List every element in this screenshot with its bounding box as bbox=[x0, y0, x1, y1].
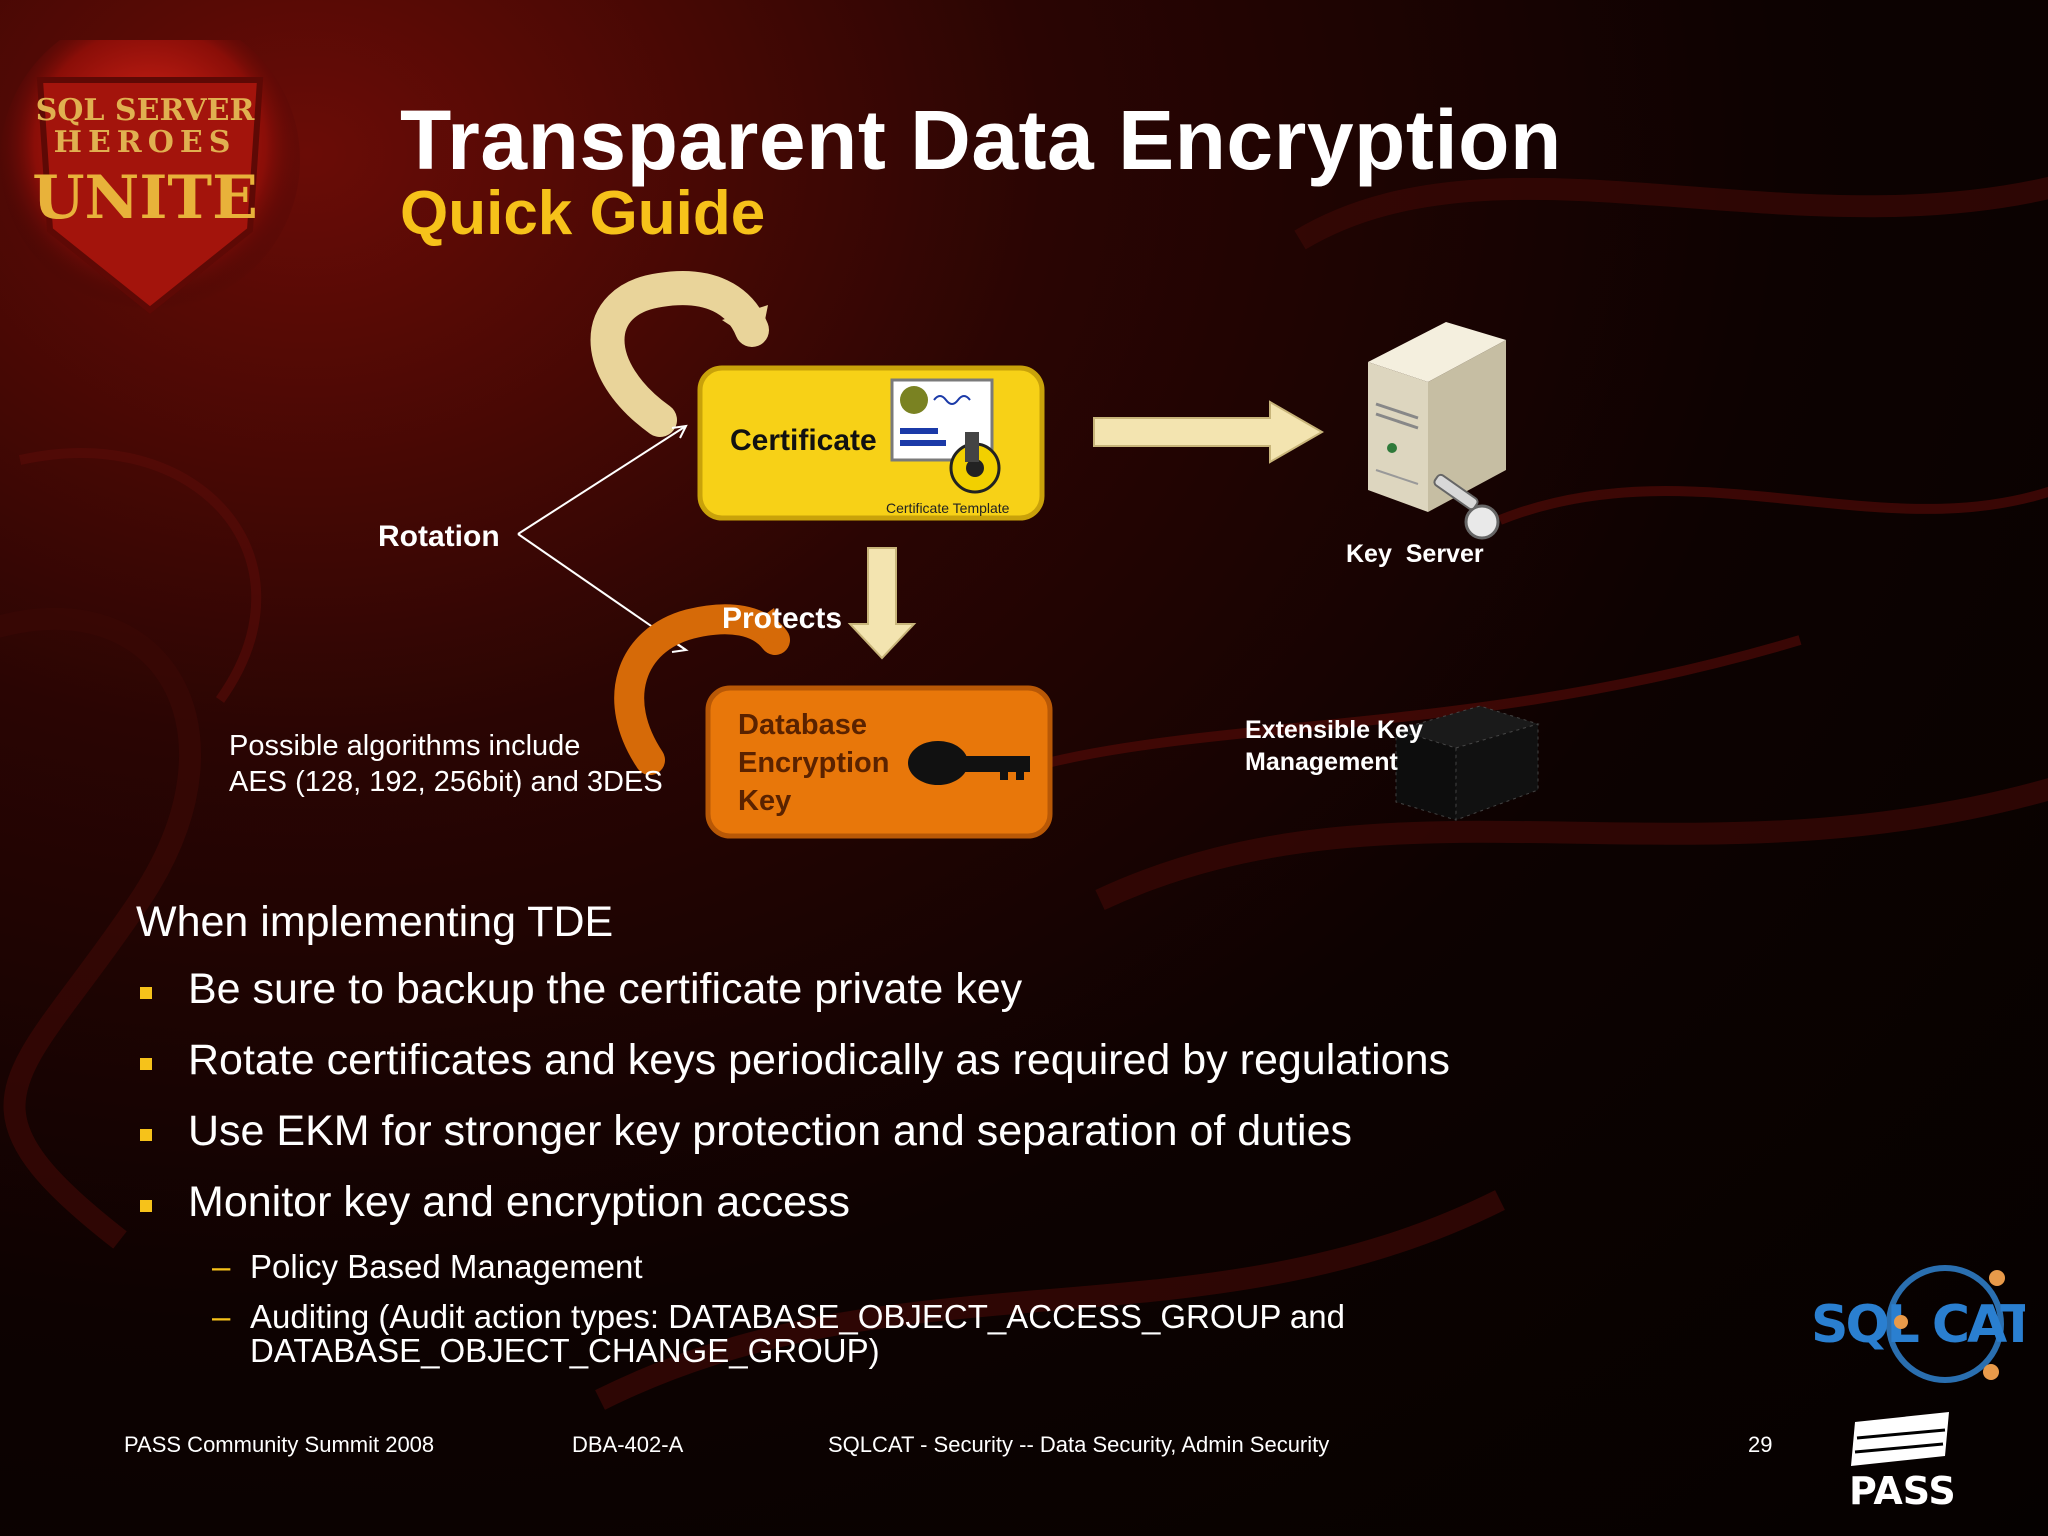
bullet-text: Monitor key and encryption access bbox=[188, 1178, 850, 1226]
bullet-item: Rotate certificates and keys periodicall… bbox=[136, 1036, 1450, 1107]
pass-logo: PASS bbox=[1845, 1412, 1965, 1512]
svg-text:PASS: PASS bbox=[1849, 1469, 1956, 1512]
bullet-item: Use EKM for stronger key protection and … bbox=[136, 1107, 1450, 1178]
bullet-text: Be sure to backup the certificate privat… bbox=[188, 965, 1022, 1013]
dash-marker: – bbox=[212, 1250, 230, 1284]
dash-marker: – bbox=[212, 1300, 230, 1334]
dek-label: Database Encryption Key bbox=[738, 706, 889, 820]
page-number: 29 bbox=[1748, 1432, 1772, 1458]
bullet-marker bbox=[140, 987, 152, 999]
footer-session: DBA-402-A bbox=[572, 1432, 683, 1458]
sub-bullet-text: Policy Based Management bbox=[250, 1248, 643, 1285]
svg-text:SQL CAT: SQL CAT bbox=[1811, 1295, 2025, 1355]
bullet-marker bbox=[140, 1129, 152, 1141]
ekm-label: Extensible Key Management bbox=[1245, 714, 1423, 778]
bullet-list: Be sure to backup the certificate privat… bbox=[136, 965, 1450, 1249]
protects-arrow-down bbox=[850, 548, 914, 658]
dek-label-line2: Encryption bbox=[738, 744, 889, 782]
rotation-label: Rotation bbox=[378, 520, 500, 554]
bullet-text: Use EKM for stronger key protection and … bbox=[188, 1107, 1352, 1155]
rotation-lines bbox=[518, 426, 686, 652]
footer-event: PASS Community Summit 2008 bbox=[124, 1432, 434, 1458]
bullet-item: Monitor key and encryption access bbox=[136, 1178, 1450, 1249]
protects-label: Protects bbox=[722, 602, 842, 636]
sub-bullet-list: –Policy Based Management –Auditing (Audi… bbox=[210, 1250, 1345, 1368]
backup-arrow-right bbox=[1094, 402, 1322, 462]
sub-bullet-text: Auditing (Audit action types: DATABASE_O… bbox=[250, 1298, 1345, 1335]
sub-bullet-text: DATABASE_OBJECT_CHANGE_GROUP) bbox=[250, 1332, 880, 1369]
algorithms-line1: Possible algorithms include bbox=[229, 728, 663, 764]
sub-bullet-continuation: DATABASE_OBJECT_CHANGE_GROUP) bbox=[210, 1334, 1345, 1368]
dek-label-line1: Database bbox=[738, 706, 889, 744]
sub-bullet-item: –Policy Based Management bbox=[210, 1250, 1345, 1284]
dek-label-line3: Key bbox=[738, 782, 889, 820]
ekm-label-line2: Management bbox=[1245, 746, 1423, 778]
footer-track: SQLCAT - Security -- Data Security, Admi… bbox=[828, 1432, 1329, 1458]
bullet-text: Rotate certificates and keys periodicall… bbox=[188, 1036, 1450, 1084]
certificate-label: Certificate bbox=[730, 424, 877, 458]
ekm-label-line1: Extensible Key bbox=[1245, 714, 1423, 746]
key-server-label: Key Server bbox=[1346, 540, 1484, 569]
algorithms-line2: AES (128, 192, 256bit) and 3DES bbox=[229, 764, 663, 800]
algorithms-note: Possible algorithms include AES (128, 19… bbox=[229, 728, 663, 800]
bullet-item: Be sure to backup the certificate privat… bbox=[136, 965, 1450, 1036]
bullet-marker bbox=[140, 1200, 152, 1212]
sqlcat-logo: SQL CAT bbox=[1805, 1262, 2025, 1387]
sub-bullet-item: –Auditing (Audit action types: DATABASE_… bbox=[210, 1300, 1345, 1334]
certificate-template-label: Certificate Template bbox=[886, 500, 1009, 516]
bullet-marker bbox=[140, 1058, 152, 1070]
intro-text: When implementing TDE bbox=[136, 898, 613, 947]
